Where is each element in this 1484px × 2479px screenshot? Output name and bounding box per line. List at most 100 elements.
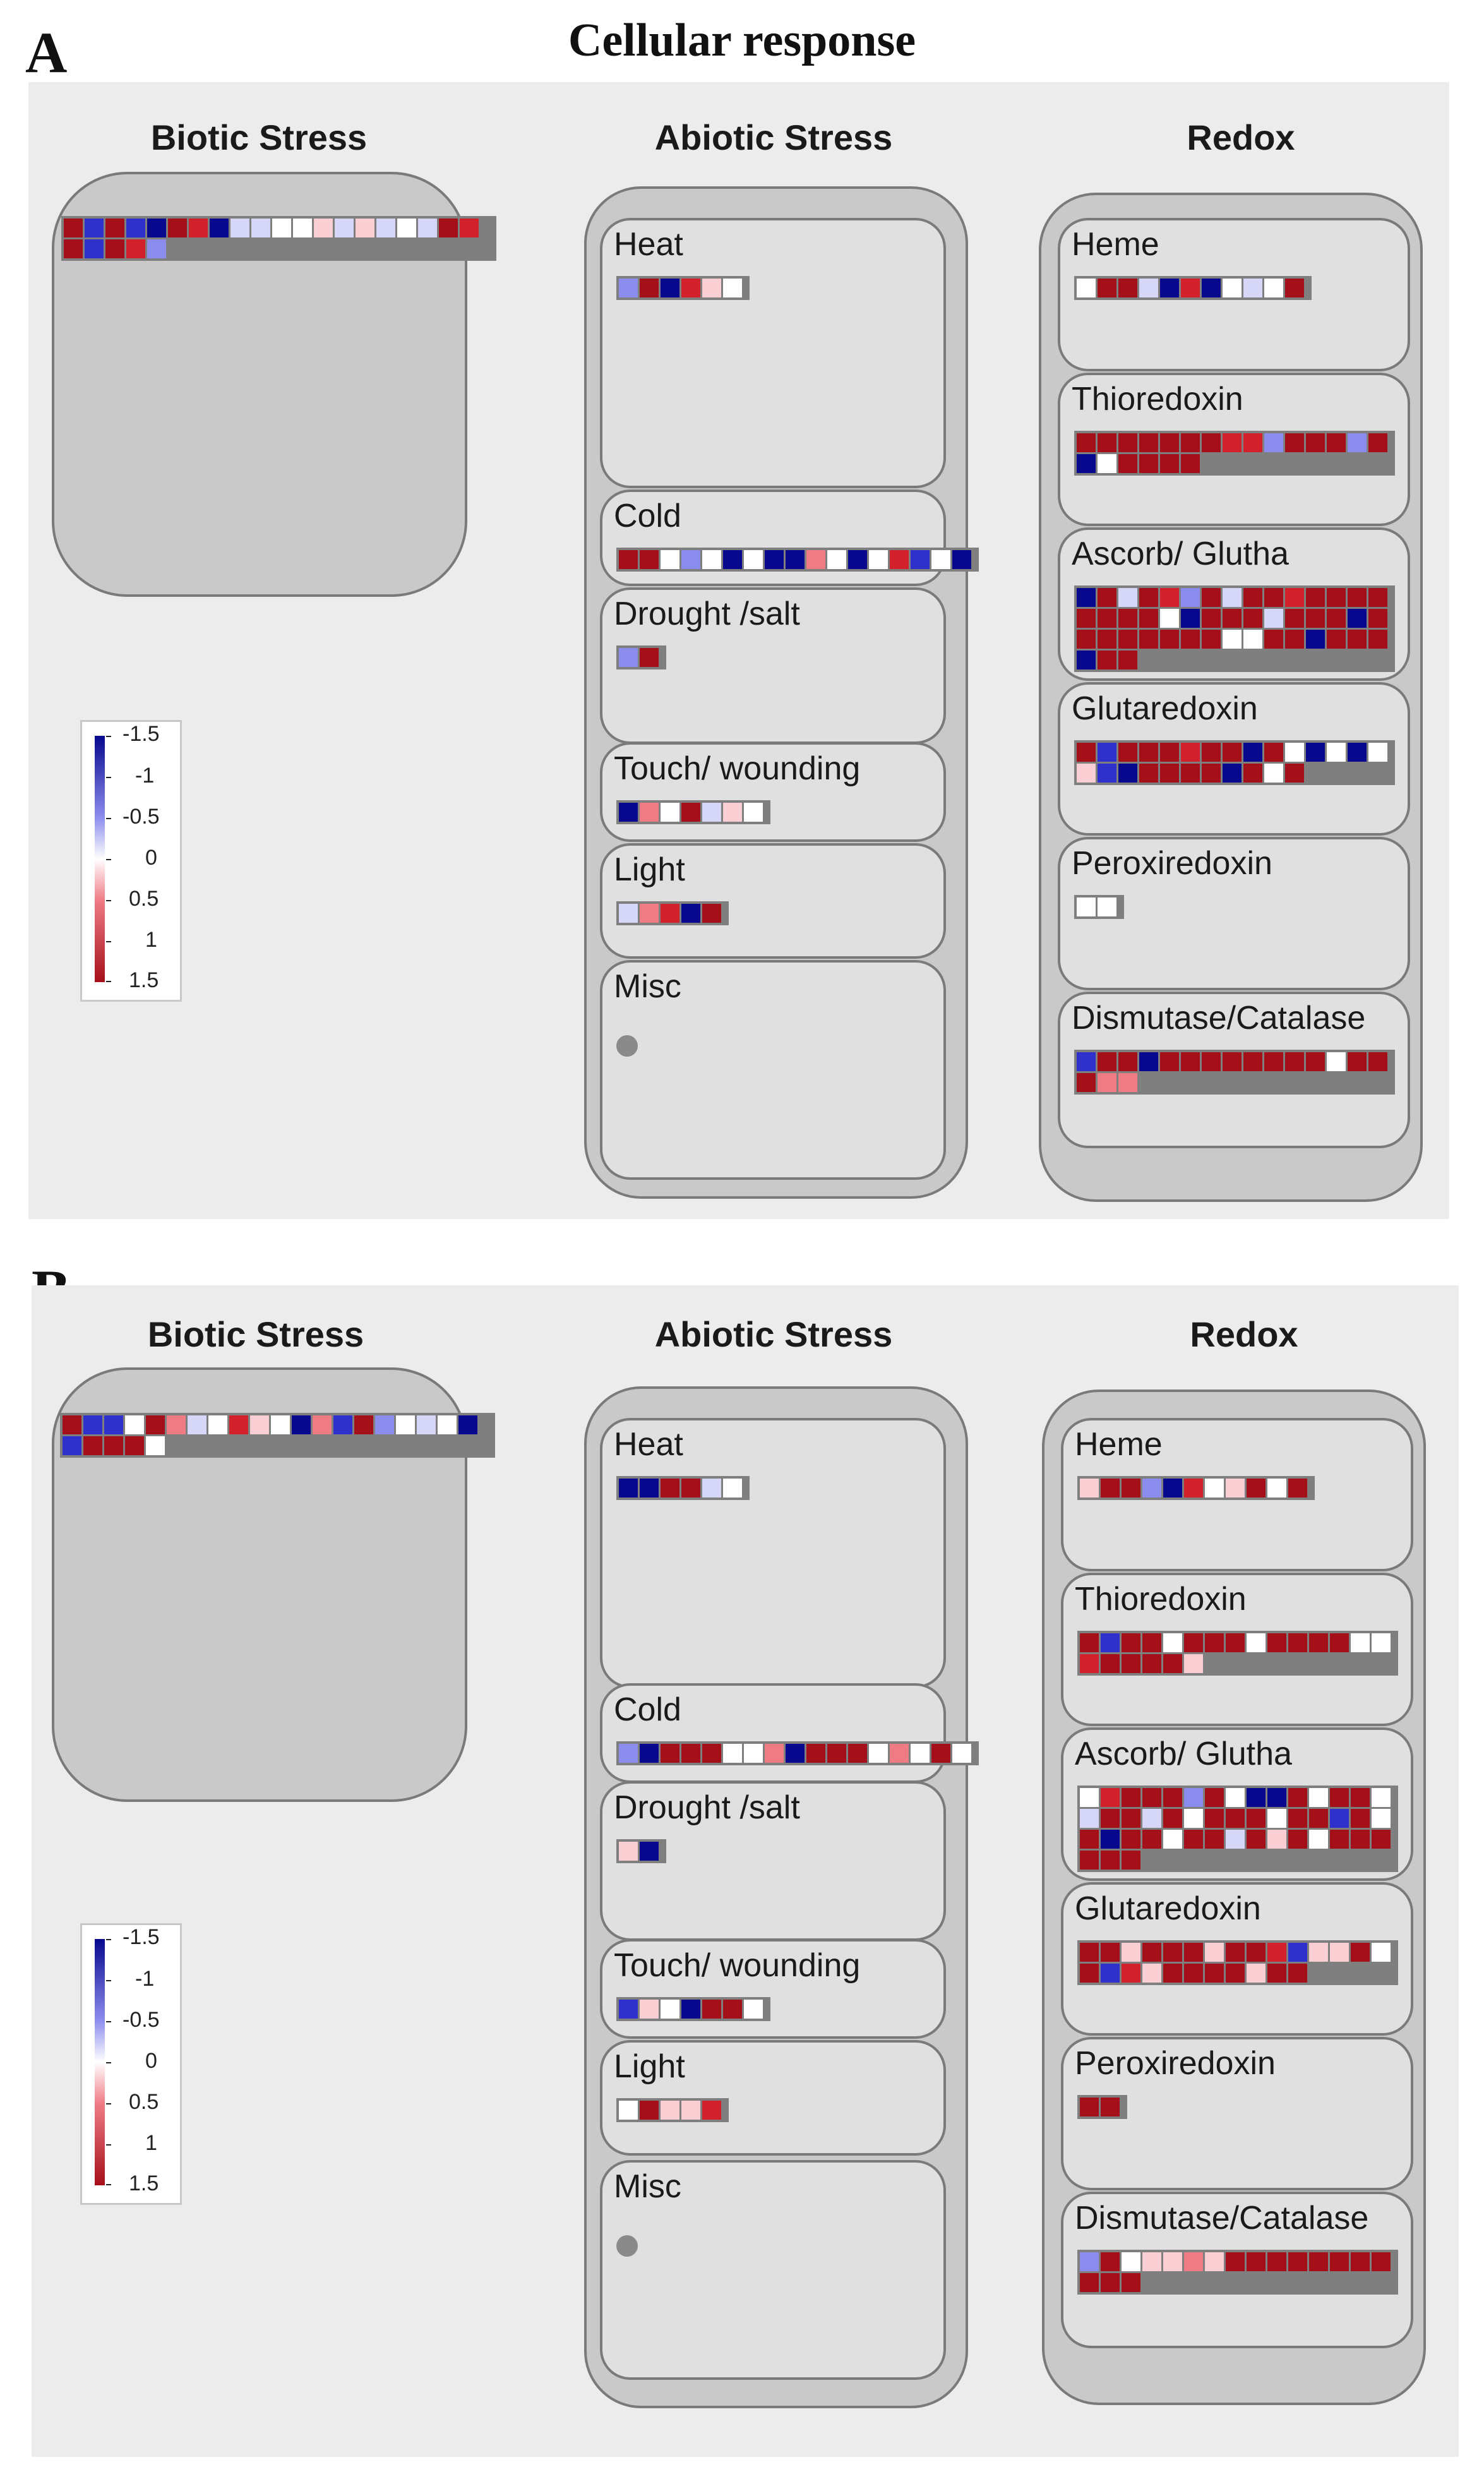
heatmap-cell bbox=[661, 803, 679, 822]
panel-b-biotic-heatmap bbox=[60, 1413, 495, 1458]
heatmap-cell bbox=[1368, 588, 1387, 607]
heatmap-cell bbox=[1205, 1943, 1224, 1962]
heatmap-cell bbox=[1142, 1943, 1161, 1962]
panel-a-abiotic-touch-wounding-box: Touch/ wounding bbox=[600, 742, 946, 842]
heatmap-cell bbox=[1243, 609, 1262, 628]
heatmap-cell bbox=[1118, 1073, 1137, 1092]
heatmap-cell bbox=[1098, 609, 1116, 628]
abiotic-category-label: Heat bbox=[614, 226, 683, 263]
legend-color-bar bbox=[95, 1939, 105, 2185]
heatmap-cell bbox=[1098, 279, 1116, 297]
heatmap-cell bbox=[1330, 1943, 1349, 1962]
panel-a-abiotic-drought-salt-box: Drought /salt bbox=[600, 587, 946, 744]
abiotic-category-label: Cold bbox=[614, 498, 681, 534]
heatmap-cell bbox=[1223, 1052, 1242, 1071]
panel-a-redox-dismutase-catalase-box: Dismutase/Catalase bbox=[1058, 992, 1410, 1148]
heatmap-cell bbox=[1122, 1654, 1140, 1673]
heatmap-cell bbox=[1247, 1943, 1266, 1962]
heatmap-cell bbox=[1288, 1633, 1307, 1652]
heatmap-cell bbox=[147, 239, 166, 258]
heatmap-cell bbox=[744, 550, 763, 569]
heatmap-cell bbox=[1139, 630, 1158, 649]
heatmap-cell bbox=[1118, 609, 1137, 628]
heatmap-cell bbox=[210, 219, 229, 237]
legend-tick: -1.5 bbox=[123, 722, 160, 746]
heatmap-cell bbox=[765, 1744, 784, 1763]
heatmap-cell bbox=[64, 219, 83, 237]
heatmap-cell bbox=[1101, 2252, 1120, 2271]
heatmap-cell bbox=[1139, 743, 1158, 762]
heatmap-cell bbox=[1098, 764, 1116, 783]
heatmap-cell bbox=[1080, 1633, 1099, 1652]
heatmap-cell bbox=[1142, 1830, 1161, 1849]
heatmap-cell bbox=[1372, 1943, 1391, 1962]
heatmap-cell bbox=[1247, 1830, 1266, 1849]
heatmap-cell bbox=[105, 219, 124, 237]
heatmap-cell bbox=[1160, 764, 1179, 783]
heatmap-cell bbox=[681, 1479, 700, 1498]
heatmap-cell bbox=[1243, 1052, 1262, 1071]
heatmap-cell bbox=[146, 1436, 165, 1455]
heatmap-cell bbox=[1243, 433, 1262, 452]
heatmap-cell bbox=[168, 219, 187, 237]
heatmap-cell bbox=[1077, 764, 1096, 783]
heatmap-cell bbox=[1101, 1851, 1120, 1870]
heatmap-cell bbox=[1139, 764, 1158, 783]
legend-tick: 0 bbox=[145, 846, 157, 870]
heatmap-cell bbox=[1223, 279, 1242, 297]
heatmap-cell bbox=[251, 219, 270, 237]
heatmap-cell bbox=[1122, 1809, 1140, 1828]
heatmap-cell bbox=[1080, 2273, 1099, 2292]
heatmap-cell bbox=[1264, 588, 1283, 607]
heatmap-cell bbox=[438, 1415, 457, 1434]
panel-b-color-legend: -1.5 -1 -0.5 0 0.5 1 1.5 bbox=[80, 1923, 182, 2205]
heatmap-cell bbox=[619, 2101, 638, 2120]
heatmap-cell bbox=[1101, 1943, 1120, 1962]
legend-tick: 1 bbox=[145, 928, 157, 952]
heatmap-cell bbox=[1330, 2252, 1349, 2271]
heatmap-cell bbox=[1077, 743, 1096, 762]
heatmap-cell bbox=[1202, 743, 1221, 762]
heatmap-cell bbox=[1327, 630, 1346, 649]
heatmap-cell bbox=[702, 1744, 721, 1763]
heatmap-cell bbox=[1306, 1052, 1325, 1071]
heatmap-cell bbox=[1101, 1633, 1120, 1652]
heatmap-cell bbox=[1368, 1052, 1387, 1071]
panel-b-redox-ascorb-glutha-box: Ascorb/ Glutha bbox=[1061, 1727, 1413, 1881]
heatmap-cell bbox=[272, 219, 291, 237]
heatmap-cell bbox=[1163, 1633, 1182, 1652]
heatmap-cell bbox=[1309, 1943, 1328, 1962]
heatmap-cell bbox=[723, 1744, 742, 1763]
redox-heatmap bbox=[1077, 1476, 1315, 1500]
heatmap-cell bbox=[1285, 609, 1304, 628]
heatmap-cell bbox=[744, 803, 763, 822]
panel-a-abiotic-misc-box: Misc bbox=[600, 960, 946, 1180]
heatmap-cell bbox=[208, 1415, 227, 1434]
heatmap-cell bbox=[661, 550, 679, 569]
redox-heatmap bbox=[1074, 276, 1312, 300]
heatmap-cell bbox=[1160, 433, 1179, 452]
redox-category-label: Ascorb/ Glutha bbox=[1075, 1736, 1292, 1772]
heatmap-cell bbox=[1264, 433, 1283, 452]
heatmap-cell bbox=[744, 1744, 763, 1763]
figure-title: Cellular response bbox=[568, 15, 916, 66]
heatmap-cell bbox=[250, 1415, 269, 1434]
heatmap-cell bbox=[1330, 1788, 1349, 1807]
heatmap-cell bbox=[1142, 1479, 1161, 1498]
heatmap-cell bbox=[723, 279, 742, 297]
heatmap-cell bbox=[1181, 279, 1200, 297]
heatmap-cell bbox=[1163, 1964, 1182, 1983]
heatmap-cell bbox=[1080, 1479, 1099, 1498]
redox-category-label: Peroxiredoxin bbox=[1072, 845, 1272, 882]
heatmap-cell bbox=[1139, 588, 1158, 607]
heatmap-cell bbox=[640, 550, 659, 569]
heatmap-cell bbox=[293, 219, 312, 237]
panel-a-redox-heme-box: Heme bbox=[1058, 218, 1410, 371]
heatmap-cell bbox=[1077, 454, 1096, 473]
heatmap-cell bbox=[1098, 1073, 1116, 1092]
heatmap-cell bbox=[1243, 588, 1262, 607]
heatmap-cell bbox=[1267, 1809, 1286, 1828]
heatmap-cell bbox=[1142, 2252, 1161, 2271]
heatmap-cell bbox=[931, 550, 950, 569]
heatmap-cell bbox=[1160, 1052, 1179, 1071]
